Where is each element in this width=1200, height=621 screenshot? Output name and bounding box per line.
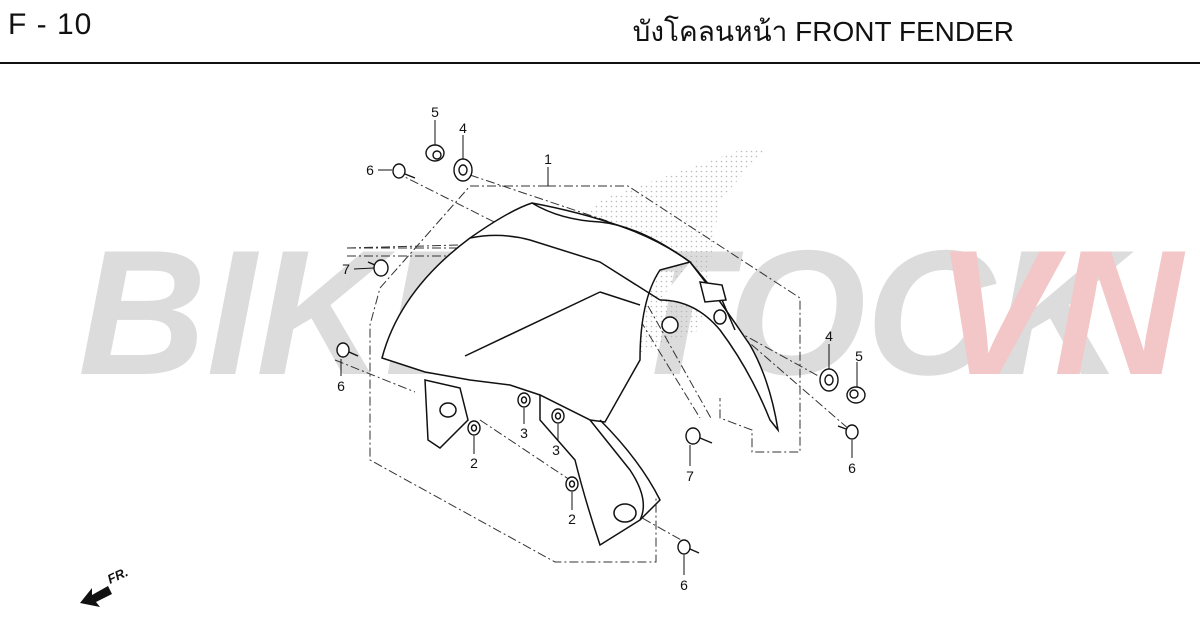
front-direction-arrow-icon: FR. <box>80 564 130 607</box>
callout-3: 3 <box>520 425 528 441</box>
front-fender <box>381 202 780 547</box>
watermark-text-country: VN <box>935 213 1186 412</box>
page-code: F - 10 <box>8 8 93 41</box>
callout-5: 5 <box>431 104 439 120</box>
collar-icon <box>425 144 445 162</box>
bolt-icon <box>837 424 859 440</box>
bolt-icon <box>392 163 416 179</box>
grommet-icon <box>819 368 839 392</box>
callout-1: 1 <box>544 151 552 167</box>
grommet-icon <box>467 420 481 436</box>
grommet-icon <box>565 476 579 492</box>
callout-7: 7 <box>686 468 694 484</box>
callout-6: 6 <box>337 378 345 394</box>
callout-7: 7 <box>342 261 350 277</box>
callout-4: 4 <box>825 328 833 344</box>
header-divider <box>0 62 1200 64</box>
callout-5: 5 <box>855 348 863 364</box>
bolt-icon <box>677 539 700 555</box>
callout-2: 2 <box>568 511 576 527</box>
direction-label: FR. <box>105 564 130 586</box>
callout-6: 6 <box>680 577 688 593</box>
callout-6: 6 <box>366 162 374 178</box>
callout-4: 4 <box>459 120 467 136</box>
grommet-icon <box>517 392 531 408</box>
bolt-icon <box>336 342 359 358</box>
page-title: บังโคลนหน้า FRONT FENDER <box>632 16 1014 47</box>
callout-3: 3 <box>552 442 560 458</box>
callout-labels: 1 5 4 6 7 6 2 3 3 2 7 6 4 5 6 <box>337 104 863 593</box>
callout-6: 6 <box>848 460 856 476</box>
grommet-icon <box>551 408 565 424</box>
callout-2: 2 <box>470 455 478 471</box>
collar-icon <box>846 386 866 404</box>
leader-lines <box>340 120 858 575</box>
bolt-icon <box>685 427 713 445</box>
grommet-icon <box>453 158 473 182</box>
